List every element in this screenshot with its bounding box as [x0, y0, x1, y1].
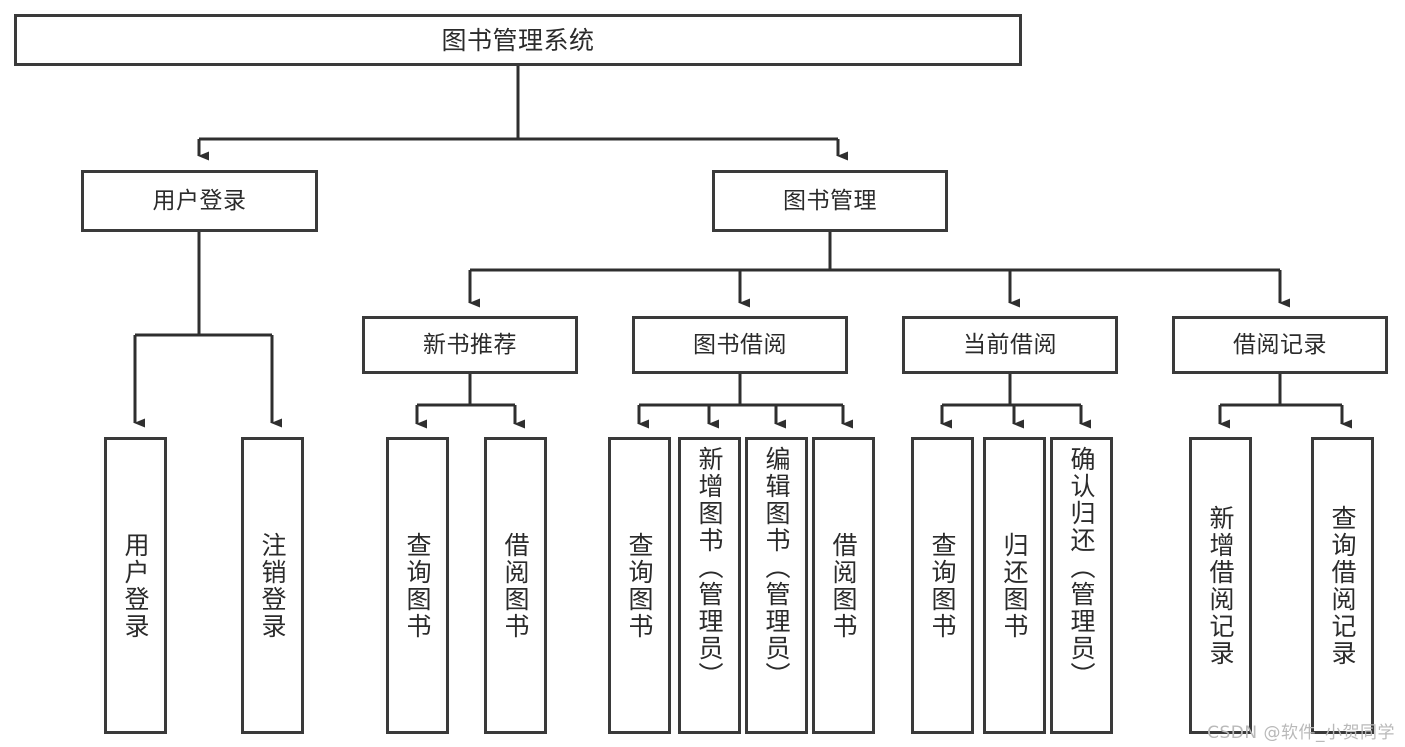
node-borrow-record-label: 借阅记录 — [1233, 331, 1327, 358]
node-book-manage-label: 图书管理 — [783, 187, 877, 214]
node-leaf-confirm-return-admin-label: 确认归还（管理员） — [1067, 446, 1096, 689]
node-current-borrow[interactable]: 当前借阅 — [902, 316, 1118, 374]
node-leaf-borrow-book-2-label: 借阅图书 — [829, 531, 858, 640]
node-user-login[interactable]: 用户登录 — [81, 170, 318, 232]
node-new-book-recommend-label: 新书推荐 — [423, 331, 517, 358]
node-book-borrow-label: 图书借阅 — [693, 331, 787, 358]
csdn-watermark: CSDN @软件_小贺同学 — [1207, 723, 1395, 743]
node-leaf-borrow-book-2[interactable]: 借阅图书 — [812, 437, 875, 734]
node-leaf-add-borrow-record-label: 新增借阅记录 — [1206, 504, 1235, 667]
node-leaf-return-book-label: 归还图书 — [1000, 531, 1029, 640]
node-leaf-add-book-admin[interactable]: 新增图书（管理员） — [678, 437, 741, 734]
node-leaf-query-book-3-label: 查询图书 — [928, 531, 957, 640]
node-leaf-query-book-1[interactable]: 查询图书 — [386, 437, 449, 734]
node-leaf-query-borrow-record-label: 查询借阅记录 — [1328, 504, 1357, 667]
node-new-book-recommend[interactable]: 新书推荐 — [362, 316, 578, 374]
node-borrow-record[interactable]: 借阅记录 — [1172, 316, 1388, 374]
node-leaf-query-book-3[interactable]: 查询图书 — [911, 437, 974, 734]
node-current-borrow-label: 当前借阅 — [963, 331, 1057, 358]
node-user-login-label: 用户登录 — [152, 187, 247, 214]
node-book-borrow[interactable]: 图书借阅 — [632, 316, 848, 374]
node-root-label: 图书管理系统 — [441, 25, 595, 55]
node-leaf-query-book-1-label: 查询图书 — [403, 531, 432, 640]
node-leaf-borrow-book-1[interactable]: 借阅图书 — [484, 437, 547, 734]
node-leaf-logout-login-label: 注销登录 — [258, 531, 287, 640]
node-root[interactable]: 图书管理系统 — [14, 14, 1022, 66]
node-leaf-query-book-2[interactable]: 查询图书 — [608, 437, 671, 734]
node-leaf-return-book[interactable]: 归还图书 — [983, 437, 1046, 734]
node-book-manage[interactable]: 图书管理 — [712, 170, 948, 232]
node-leaf-add-book-admin-label: 新增图书（管理员） — [695, 446, 724, 689]
node-leaf-query-book-2-label: 查询图书 — [625, 531, 654, 640]
node-leaf-edit-book-admin[interactable]: 编辑图书（管理员） — [745, 437, 808, 734]
node-leaf-add-borrow-record[interactable]: 新增借阅记录 — [1189, 437, 1252, 734]
node-leaf-borrow-book-1-label: 借阅图书 — [501, 531, 530, 640]
node-leaf-edit-book-admin-label: 编辑图书（管理员） — [762, 446, 791, 689]
node-leaf-logout-login[interactable]: 注销登录 — [241, 437, 304, 734]
node-leaf-user-login[interactable]: 用户登录 — [104, 437, 167, 734]
node-leaf-user-login-label: 用户登录 — [121, 531, 150, 640]
node-leaf-confirm-return-admin[interactable]: 确认归还（管理员） — [1050, 437, 1113, 734]
node-leaf-query-borrow-record[interactable]: 查询借阅记录 — [1311, 437, 1374, 734]
